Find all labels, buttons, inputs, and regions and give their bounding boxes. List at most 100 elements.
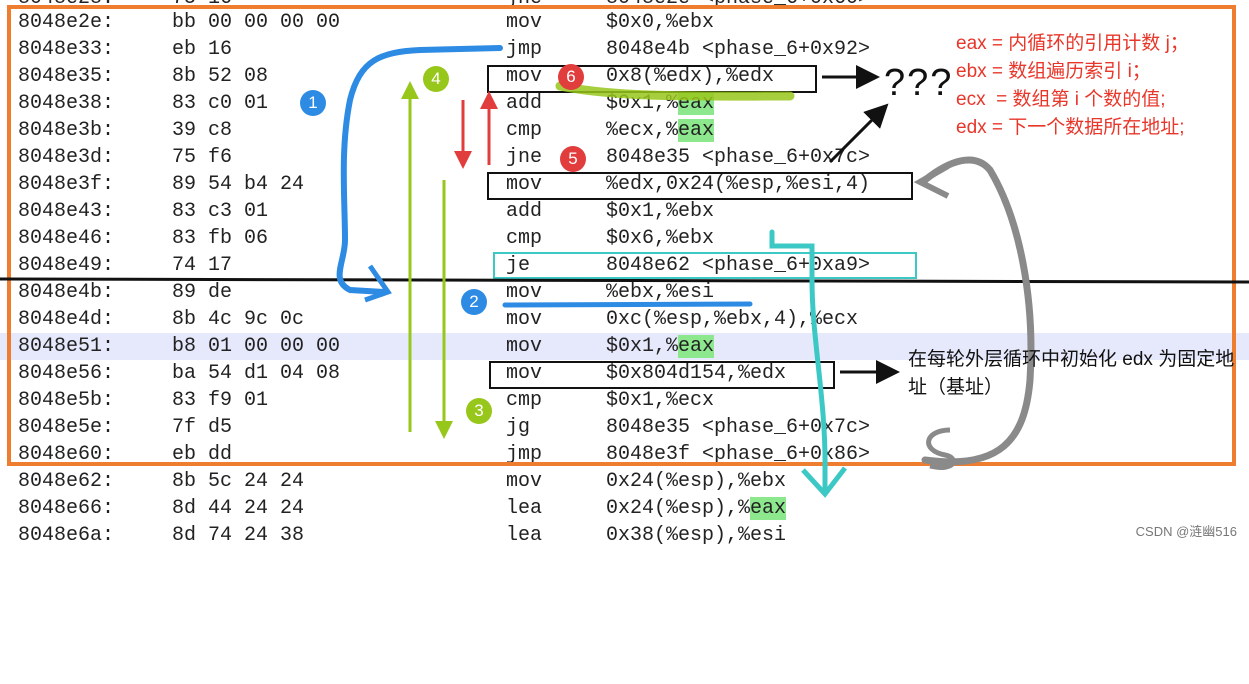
row-bytes: 89 de — [172, 281, 233, 304]
row-operands: 8048e3f <phase_6+0x86> — [606, 443, 871, 466]
row-operands: %ecx,%eax — [606, 119, 715, 142]
row-bytes: 83 c0 01 — [172, 92, 269, 115]
highlight-box-base-address — [489, 361, 835, 389]
row-mnemonic: add — [506, 200, 543, 223]
row-address: 8048e60: — [18, 443, 115, 466]
row-address: 8048e4d: — [18, 308, 115, 331]
row-mnemonic: jmp — [506, 38, 543, 61]
code-row: 8048e6a: 8d 74 24 38 lea 0x38(%esp),%esi — [0, 522, 1249, 549]
row-address: 8048e51: — [18, 335, 115, 358]
row-mnemonic: lea — [506, 497, 543, 520]
row-operands: $0x1,%ecx — [606, 389, 715, 412]
row-mnemonic: jmp — [506, 443, 543, 466]
code-row: 8048e3b: 39 c8 cmp %ecx,%eax — [0, 117, 1249, 144]
row-bytes: 39 c8 — [172, 119, 233, 142]
row-operands: 0x38(%esp),%esi — [606, 524, 787, 547]
code-row: 8048e2e: bb 00 00 00 00 mov $0x0,%ebx — [0, 9, 1249, 36]
highlight-box-je — [493, 252, 917, 279]
row-mnemonic: mov — [506, 65, 543, 88]
row-address: 8048e66: — [18, 497, 115, 520]
row-bytes: 8b 4c 9c 0c — [172, 308, 305, 331]
row-bytes: 83 c3 01 — [172, 200, 269, 223]
row-mnemonic: jne — [506, 146, 543, 169]
legend-ecx: ecx = 数组第 i 个数的值; — [956, 89, 1166, 110]
highlight-box-store — [487, 172, 913, 200]
row-mnemonic: cmp — [506, 119, 543, 142]
row-bytes: 74 17 — [172, 254, 233, 277]
row-mnemonic: mov — [506, 281, 543, 304]
highlight-box-next-pointer — [487, 65, 817, 93]
code-row: 8048e60: eb dd jmp 8048e3f <phase_6+0x86… — [0, 441, 1249, 468]
code-row-highlighted: 8048e51: b8 01 00 00 00 mov $0x1,%eax — [0, 333, 1249, 360]
row-bytes: ba 54 d1 04 08 — [172, 362, 341, 385]
row-bytes: 8b 5c 24 24 — [172, 470, 305, 493]
row-mnemonic: mov — [506, 335, 543, 358]
row-address: 8048e35: — [18, 65, 115, 88]
code-row: 8048e46: 83 fb 06 cmp $0x6,%ebx — [0, 225, 1249, 252]
row-address: 8048e43: — [18, 200, 115, 223]
code-row: 8048e3d: 75 f6 jne 8048e35 <phase_6+0x7c… — [0, 144, 1249, 171]
row-bytes: eb dd — [172, 443, 233, 466]
code-row: 8048e66: 8d 44 24 24 lea 0x24(%esp),%eax — [0, 495, 1249, 522]
base-address-note: 在每轮外层循环中初始化 edx 为固定地址（基址） — [908, 349, 1235, 398]
row-mnemonic: mov — [506, 173, 543, 196]
code-row: 8048e49: 74 17 je 8048e62 <phase_6+0xa9> — [0, 252, 1249, 279]
row-operands: $0x1,%ebx — [606, 200, 715, 223]
row-operands: $0x0,%ebx — [606, 11, 715, 34]
row-address: 8048e46: — [18, 227, 115, 250]
row-operands: $0x804d154,%edx — [606, 362, 787, 385]
row-operands: 8048e35 <phase_6+0x7c> — [606, 416, 871, 439]
badge-3: 3 — [466, 398, 492, 424]
badge-5: 5 — [560, 146, 586, 172]
row-mnemonic: lea — [506, 524, 543, 547]
code-row: 8048e62: 8b 5c 24 24 mov 0x24(%esp),%ebx — [0, 468, 1249, 495]
code-row: 8048e4d: 8b 4c 9c 0c mov 0xc(%esp,%ebx,4… — [0, 306, 1249, 333]
row-operands: %ebx,%esi — [606, 281, 715, 304]
row-address: 8048e49: — [18, 254, 115, 277]
row-operands: 0x24(%esp),%eax — [606, 497, 787, 520]
row-address: 8048e3d: — [18, 146, 115, 169]
row-bytes: 75 f6 — [172, 146, 233, 169]
row-operands: 0x24(%esp),%ebx — [606, 470, 787, 493]
row-mnemonic: mov — [506, 11, 543, 34]
row-mnemonic: mov — [506, 308, 543, 331]
row-operands: 8048e4b <phase_6+0x92> — [606, 38, 871, 61]
row-address: 8048e3f: — [18, 173, 115, 196]
row-mnemonic: cmp — [506, 227, 543, 250]
row-bytes: 83 f9 01 — [172, 389, 269, 412]
row-address: 8048e33: — [18, 38, 115, 61]
row-operands: 8048e35 <phase_6+0x7c> — [606, 146, 871, 169]
row-operands: $0x1,%eax — [606, 92, 715, 115]
row-address: 8048e38: — [18, 92, 115, 115]
row-bytes: 8d 44 24 24 — [172, 497, 305, 520]
badge-1: 1 — [300, 90, 326, 116]
code-row: 8048e5b: 83 f9 01 cmp $0x1,%ecx — [0, 387, 1249, 414]
legend-ebx: ebx = 数组遍历索引 i； — [956, 61, 1151, 82]
row-mnemonic: je — [506, 254, 531, 277]
row-bytes: 8b 52 08 — [172, 65, 269, 88]
row-operands: %edx,0x24(%esp,%esi,4) — [606, 173, 871, 196]
code-row: 8048e5e: 7f d5 jg 8048e35 <phase_6+0x7c> — [0, 414, 1249, 441]
question-marks: ??? — [884, 62, 954, 104]
badge-2: 2 — [461, 289, 487, 315]
row-address: 8048e4b: — [18, 281, 115, 304]
legend-edx: edx = 下一个数据所在地址; — [956, 117, 1185, 138]
row-address: 8048e6a: — [18, 524, 115, 547]
row-address: 8048e5e: — [18, 416, 115, 439]
row-mnemonic: jg — [506, 416, 531, 439]
row-bytes: b8 01 00 00 00 — [172, 335, 341, 358]
code-row: 8048e3f: 89 54 b4 24 mov %edx,0x24(%esp,… — [0, 171, 1249, 198]
row-bytes: 83 fb 06 — [172, 227, 269, 250]
row-address: 8048e5b: — [18, 389, 115, 412]
row-bytes: 7f d5 — [172, 416, 233, 439]
row-operands: $0x1,%eax — [606, 335, 715, 358]
row-mnemonic: add — [506, 92, 543, 115]
code-row: 8048e56: ba 54 d1 04 08 mov $0x804d154,%… — [0, 360, 1249, 387]
legend-eax: eax = 内循环的引用计数 j； — [956, 33, 1189, 54]
row-bytes: bb 00 00 00 00 — [172, 11, 341, 34]
badge-6: 6 — [558, 64, 584, 90]
row-bytes: eb 16 — [172, 38, 233, 61]
row-address: 8048e62: — [18, 470, 115, 493]
row-bytes: 89 54 b4 24 — [172, 173, 305, 196]
row-address: 8048e2e: — [18, 11, 115, 34]
